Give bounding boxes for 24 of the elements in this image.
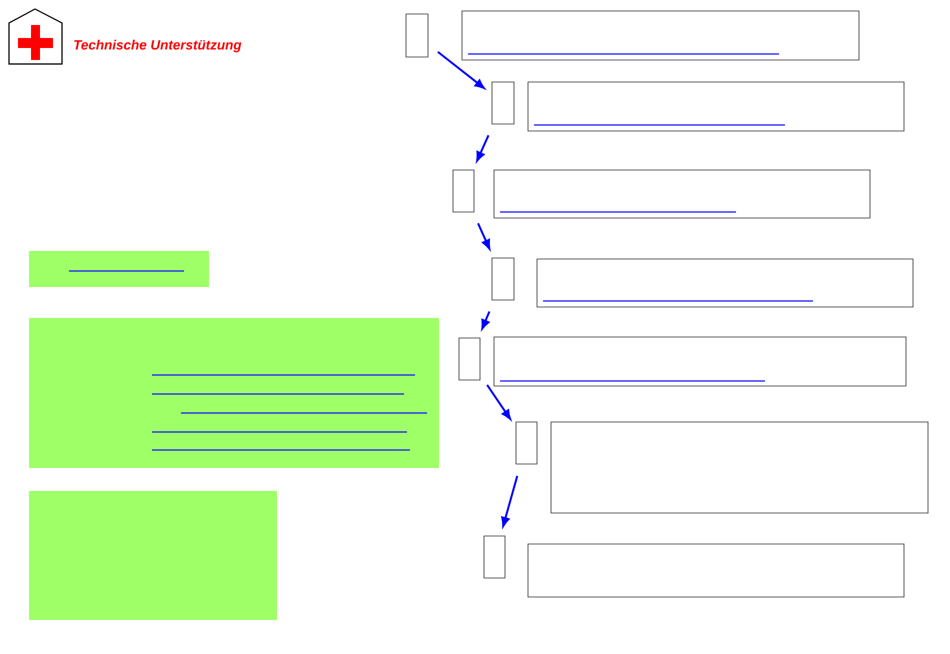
content-box: [462, 10, 860, 60]
content-box: [550, 422, 928, 514]
info-panel: [29, 491, 277, 620]
step-box: [406, 14, 428, 58]
content-box: [494, 170, 870, 218]
title: Technische Unterstützung: [74, 40, 242, 52]
arrow: [486, 384, 511, 420]
arrow: [481, 311, 490, 330]
content-box: [536, 258, 914, 308]
step-box: [492, 258, 514, 300]
step-box: [516, 422, 538, 464]
content-box: [528, 82, 904, 132]
content-box: [494, 336, 906, 386]
arrow: [437, 51, 485, 89]
step-box: [458, 338, 480, 380]
arrow: [501, 476, 518, 527]
content-box: [528, 544, 904, 598]
info-panel: [29, 318, 439, 468]
step-box: [452, 170, 474, 212]
arrow: [477, 222, 490, 250]
arrow: [476, 134, 490, 162]
info-panel: [29, 251, 209, 287]
step-box: [484, 536, 506, 578]
step-box: [492, 82, 514, 124]
